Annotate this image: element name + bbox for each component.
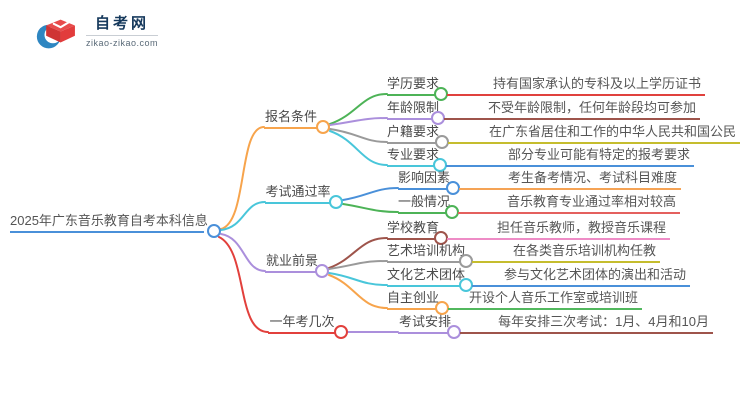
child-handle-nianling[interactable] — [431, 111, 445, 125]
site-name: 自考网 — [95, 15, 150, 32]
leaf-text-nianling[interactable]: 不受年龄限制，任何年龄段均可参加 — [444, 100, 700, 120]
branch-handle-cishu[interactable] — [334, 325, 348, 339]
leaf-text-huji[interactable]: 在广东省居住和工作的中华人民共和国公民 — [448, 124, 740, 144]
child-node-yingxiang-yinsu[interactable]: 影响因素 — [398, 170, 450, 190]
branch-node-kaoshi-tongguolv[interactable]: 考试通过率 — [265, 184, 331, 204]
leaf-text-anpai[interactable]: 每年安排三次考试：1月、4月和10月 — [460, 314, 713, 334]
connector-root-to-jiuye — [220, 233, 266, 272]
logo-divider — [86, 35, 159, 36]
child-handle-yiban[interactable] — [445, 205, 459, 219]
child-handle-xueli[interactable] — [434, 87, 448, 101]
leaf-text-peixun[interactable]: 在各类音乐培训机构任教 — [472, 243, 660, 263]
child-node-xuexiao-jiaoyu[interactable]: 学校教育 — [387, 220, 439, 240]
branch-node-baoming-tiaojian[interactable]: 报名条件 — [264, 109, 318, 129]
child-node-zizhu-chuangye[interactable]: 自主创业 — [387, 290, 439, 310]
leaf-text-yingxiang[interactable]: 考生备考情况、考试科目难度 — [459, 170, 681, 190]
connector-to-chuangye — [328, 274, 388, 309]
leaf-text-chuangye[interactable]: 开设个人音乐工作室或培训班 — [448, 290, 642, 310]
connector-to-xueli — [329, 93, 388, 125]
child-handle-anpai[interactable] — [447, 325, 461, 339]
connector-to-huji — [329, 128, 388, 143]
child-node-yiban-qingkuang[interactable]: 一般情况 — [398, 194, 450, 214]
root-node-handle[interactable] — [207, 224, 221, 238]
child-node-xueli-yaoqiu[interactable]: 学历要求 — [387, 76, 439, 96]
child-node-huji-yaoqiu[interactable]: 户籍要求 — [387, 124, 439, 144]
child-node-nianling-xianzhi[interactable]: 年龄限制 — [387, 100, 439, 120]
child-node-kaoshi-anpai[interactable]: 考试安排 — [398, 314, 452, 334]
graduation-cap-logo-icon — [36, 19, 75, 49]
site-url: zikao-zikao.com — [86, 38, 159, 48]
connector-root-to-tongguolv — [220, 201, 266, 231]
child-handle-peixun[interactable] — [459, 254, 473, 268]
connector-to-zhuanye — [329, 130, 388, 166]
leaf-text-tuanti[interactable]: 参与文化艺术团体的演出和活动 — [472, 267, 690, 287]
connector-root-to-baoming — [220, 126, 265, 230]
connector-to-yingxiang — [342, 187, 399, 201]
child-handle-chuangye[interactable] — [435, 301, 449, 315]
child-node-yishu-peixun-jigou[interactable]: 艺术培训机构 — [387, 243, 465, 263]
connector-to-tuanti — [328, 272, 388, 286]
branch-handle-jiuye[interactable] — [315, 264, 329, 278]
connector-to-nianling — [329, 117, 388, 126]
branch-node-yinian-kao-jici[interactable]: 一年考几次 — [268, 314, 336, 334]
leaf-text-xueli[interactable]: 持有国家承认的专科及以上学历证书 — [447, 76, 705, 96]
leaf-text-xuexiao[interactable]: 担任音乐教师，教授音乐课程 — [447, 220, 670, 240]
site-logo[interactable]: 自考网 zikao-zikao.com — [36, 14, 159, 54]
connector-to-xuexiao — [328, 237, 388, 269]
root-topic[interactable]: 2025年广东音乐教育自考本科信息 — [10, 213, 208, 233]
leaf-text-zhuanye[interactable]: 部分专业可能有特定的报考要求 — [446, 147, 694, 167]
leaf-text-yiban[interactable]: 音乐教育专业通过率相对较高 — [458, 194, 680, 214]
branch-handle-baoming[interactable] — [316, 120, 330, 134]
connector-to-peixun — [328, 260, 388, 270]
child-node-zhuanye-yaoqiu[interactable]: 专业要求 — [387, 147, 439, 167]
child-handle-yingxiang[interactable] — [446, 181, 460, 195]
connector-to-yiban — [342, 203, 399, 213]
branch-node-jiuye-qianjing[interactable]: 就业前景 — [265, 253, 319, 273]
child-node-wenhua-yishu-tuanti[interactable]: 文化艺术团体 — [387, 267, 465, 287]
connector-root-to-cishu — [218, 236, 269, 333]
branch-handle-tongguolv[interactable] — [329, 195, 343, 209]
